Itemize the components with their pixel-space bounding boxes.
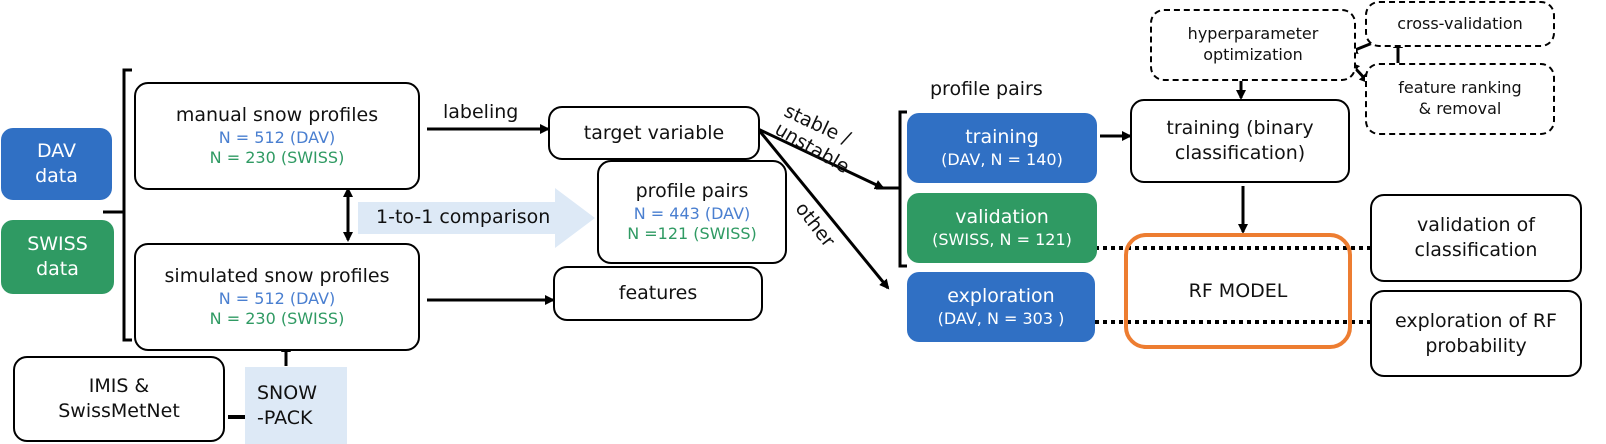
hyperparameter-box: hyperparameter optimization [1150,9,1356,81]
feature-rank-line1: feature ranking [1398,78,1522,98]
pairs-n-swiss: N =121 (SWISS) [627,224,757,244]
exploration-out-line1: exploration of RF [1395,309,1557,332]
profile-pairs-heading: profile pairs [930,78,1043,100]
exploration-set-sub: (DAV, N = 303 ) [937,308,1065,328]
swiss-data-box: SWISS data [1,220,114,294]
target-label: target variable [583,121,725,144]
training-line1: training (binary [1166,117,1314,140]
comparison-label: 1-to-1 comparison [376,206,551,228]
imis-box: IMIS & SwissMetNet [13,356,225,442]
simulated-profiles-box: simulated snow profiles N = 512 (DAV) N … [134,243,420,351]
other-arrow [756,128,890,290]
training-line2: classification) [1174,142,1306,164]
stable-arrow [757,127,885,190]
pairs-n-dav: N = 443 (DAV) [633,203,751,223]
target-variable-box: target variable [548,106,760,160]
manual-title: manual snow profiles [175,103,379,126]
hyperparam-line2: optimization [1203,45,1303,64]
labeling-label: labeling [443,101,519,123]
validation-out-line1: validation of [1417,214,1535,237]
feature-ranking-box: feature ranking & removal [1365,63,1555,135]
manual-n-swiss: N = 230 (SWISS) [209,148,345,168]
training-set-title: training [965,126,1039,149]
exploration-out-line2: probability [1425,334,1527,357]
rf-model-label: RF MODEL [1188,279,1288,302]
comparison-arrow [358,188,595,248]
imis-line1: IMIS & [88,375,150,398]
feature-rank-line2: & removal [1418,99,1502,118]
training-set-box: training (DAV, N = 140) [907,113,1097,183]
exploration-set-title: exploration [947,285,1055,308]
simulated-n-swiss: N = 230 (SWISS) [209,309,345,329]
snowpack-line1: SNOW [257,381,318,404]
dav-line1: DAV [36,140,77,163]
validation-out-line2: classification [1414,239,1538,261]
validation-set-title: validation [955,206,1049,229]
pairs-title: profile pairs [635,179,749,202]
rf-model-box: RF MODEL [1124,233,1352,349]
swiss-line2: data [36,258,79,280]
split-bracket [898,110,907,268]
manual-profiles-box: manual snow profiles N = 512 (DAV) N = 2… [134,82,420,190]
imis-line2: SwissMetNet [58,400,180,422]
training-set-sub: (DAV, N = 140) [941,149,1063,169]
dav-line2: data [35,165,78,187]
left-bracket [122,68,132,342]
features-label: features [618,282,698,305]
training-box: training (binary classification) [1130,99,1350,183]
manual-n-dav: N = 512 (DAV) [218,127,336,147]
snowpack-line2: -PACK [257,406,313,429]
validation-set-sub: (SWISS, N = 121) [932,229,1072,249]
exploration-output-box: exploration of RF probability [1370,290,1582,377]
profile-pairs-box: profile pairs N = 443 (DAV) N =121 (SWIS… [597,160,787,264]
snowpack-box: SNOW -PACK [245,367,347,444]
validation-set-box: validation (SWISS, N = 121) [907,193,1097,263]
features-box: features [553,266,763,321]
crossval-label: cross-validation [1397,13,1523,33]
validation-output-box: validation of classification [1370,194,1582,282]
cross-validation-box: cross-validation [1365,1,1555,47]
simulated-n-dav: N = 512 (DAV) [218,288,336,308]
dav-data-box: DAV data [1,128,112,200]
exploration-set-box: exploration (DAV, N = 303 ) [907,272,1095,342]
simulated-title: simulated snow profiles [164,264,390,287]
hyperparam-line1: hyperparameter [1187,24,1319,44]
swiss-line1: SWISS [27,233,88,256]
